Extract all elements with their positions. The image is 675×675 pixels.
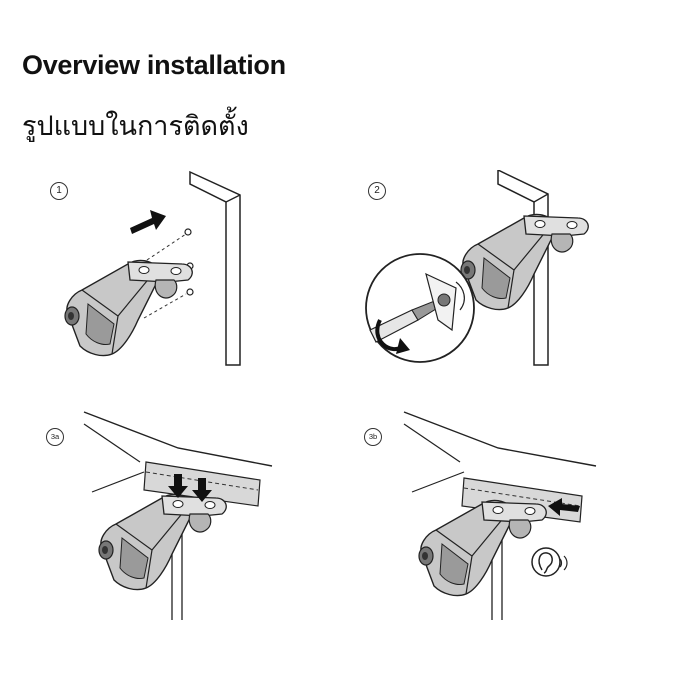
step-3a-diagram: 3a: [40, 410, 290, 620]
step-badge: 2: [368, 182, 386, 200]
step-badge: 3b: [364, 428, 382, 446]
arrow-left-icon: [548, 498, 580, 516]
page-title: Overview installation: [22, 50, 286, 80]
step-2-diagram: 2: [360, 170, 600, 380]
arrow-down-icon: [168, 474, 212, 502]
screwdriver-icon: [369, 272, 465, 343]
screw-icon: [184, 228, 194, 296]
step-badge: 3a: [46, 428, 64, 446]
step-badge: 1: [50, 182, 68, 200]
step-3b-diagram: 3b: [360, 410, 610, 620]
arrow-right-icon: [130, 210, 166, 234]
rotate-arrow-icon: [375, 319, 410, 354]
ear-click-icon: [531, 547, 568, 577]
page-subtitle: รูปแบบในการติดตั้ง: [22, 111, 249, 142]
step-1-diagram: 1: [40, 170, 280, 380]
